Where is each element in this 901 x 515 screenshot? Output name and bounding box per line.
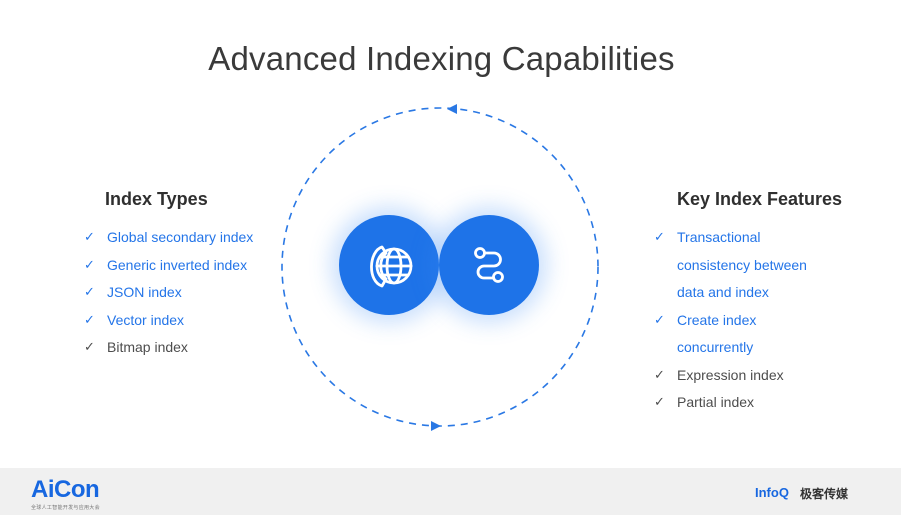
check-icon: ✓ [654, 311, 665, 327]
list-item-label: Bitmap index [107, 339, 188, 355]
list-item-continuation: consistency between [654, 255, 807, 283]
infoq-logo: InfoQ [755, 485, 789, 500]
list-item-label: consistency between [677, 256, 807, 273]
check-icon: ✓ [654, 366, 665, 382]
route-badge [439, 215, 539, 315]
list-item-label: Global secondary index [107, 229, 254, 245]
list-item: ✓ Vector index [84, 310, 253, 338]
check-icon: ✓ [84, 339, 95, 354]
aicon-logo-subtitle: 全球人工智能开发与应用大会 [31, 505, 100, 511]
globe-phone-icon [370, 245, 413, 288]
list-item-label: Expression index [677, 366, 784, 383]
route-icon [474, 247, 504, 283]
list-item: ✓ Generic inverted index [84, 255, 253, 283]
list-item-label: Generic inverted index [107, 256, 248, 273]
index-types-heading: Index Types [105, 189, 208, 209]
dashed-cycle-ring [281, 104, 599, 431]
check-icon: ✓ [84, 284, 95, 299]
footer-bar: AiCon 全球人工智能开发与应用大会 InfoQ 极客传媒 [0, 468, 901, 515]
check-icon: ✓ [654, 229, 665, 244]
check-icon: ✓ [84, 229, 95, 244]
list-item-continuation: concurrently [654, 337, 807, 365]
list-item-label: Transactional [677, 229, 761, 245]
key-features-heading: Key Index Features [677, 189, 843, 209]
list-item: ✓ Partial index [654, 392, 807, 420]
list-item: ✓ Create index [654, 310, 807, 338]
list-item-label: Partial index [677, 394, 755, 410]
list-item-label: Vector index [107, 311, 185, 328]
aicon-logo: AiCon [31, 476, 100, 503]
list-item: ✓ Transactional [654, 227, 807, 255]
check-icon: ✓ [84, 256, 95, 272]
globe-phone-badge [339, 215, 439, 315]
list-item-label: Create index [677, 311, 757, 328]
arrowhead-bottom-icon [431, 421, 441, 431]
key-features-list: ✓ Transactional consistency between data… [654, 227, 807, 420]
check-icon: ✓ [84, 311, 95, 327]
list-item-label: data and index [677, 284, 769, 300]
list-item: ✓ Global secondary index [84, 227, 253, 255]
list-item: ✓ Bitmap index [84, 337, 253, 365]
index-types-list: ✓ Global secondary index ✓ Generic inver… [84, 227, 253, 365]
check-icon: ✓ [654, 394, 665, 409]
arrowhead-top-icon [447, 104, 457, 114]
list-item-label: concurrently [677, 339, 754, 355]
infoq-media-name: 极客传媒 [800, 487, 849, 501]
list-item-label: JSON index [107, 284, 182, 300]
list-item: ✓ Expression index [654, 365, 807, 393]
list-item: ✓ JSON index [84, 282, 253, 310]
list-item-continuation: data and index [654, 282, 807, 310]
slide-title: Advanced Indexing Capabilities [208, 40, 675, 77]
